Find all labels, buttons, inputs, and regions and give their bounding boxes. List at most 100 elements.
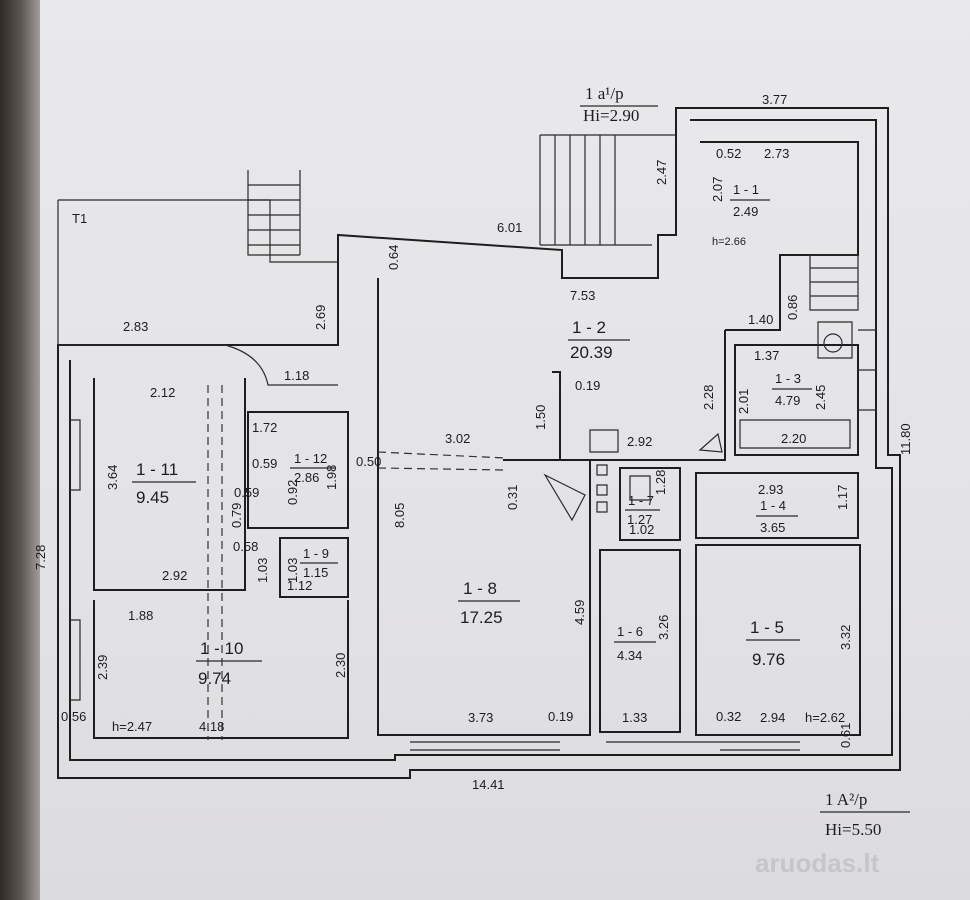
room-area: 2.49 xyxy=(733,204,758,219)
room-id: 1 - 1 xyxy=(733,182,759,197)
dimension-label: 2.20 xyxy=(781,431,806,446)
room-area: 3.65 xyxy=(760,520,785,535)
dimension-label: 2.30 xyxy=(333,653,348,678)
dimension-label: 0.64 xyxy=(386,245,401,270)
dimension-label: 0.92 xyxy=(285,480,300,505)
watermark: aruodas.lt xyxy=(755,848,880,878)
room-id: 1 - 11 xyxy=(136,460,178,479)
dimension-label: 2.01 xyxy=(736,389,751,414)
height-label: h=2.66 xyxy=(712,236,746,248)
level-header-top: 1 a¹/p Hi=2.90 xyxy=(580,84,658,125)
level-header-bottom: 1 A²/p Hi=5.50 xyxy=(820,790,910,839)
height-label: h=2.62 xyxy=(805,710,845,725)
dimension-label: 1.33 xyxy=(622,710,647,725)
dimension-label: 1.50 xyxy=(533,405,548,430)
dimension-label: 2.93 xyxy=(758,482,783,497)
dimension-label: 1.12 xyxy=(287,578,312,593)
dimension-label: 0.61 xyxy=(838,723,853,748)
dimension-label: 2.92 xyxy=(627,434,652,449)
dimension-label: 0.58 xyxy=(233,539,258,554)
dimension-label: 3.26 xyxy=(656,615,671,640)
dimension-labels: 3.77 0.52 2.73 2.47 2.07 6.01 0.64 7.53 0.86 2.69… xyxy=(33,92,913,792)
walls xyxy=(57,107,901,779)
dimension-label: 2.12 xyxy=(150,385,175,400)
dimension-label: 0.56 xyxy=(61,709,86,724)
room-area: 9.45 xyxy=(136,488,169,507)
dimension-label: 1.18 xyxy=(284,368,309,383)
dimension-label: 0.59 xyxy=(252,456,277,471)
dimension-label: 1.02 xyxy=(629,522,654,537)
terrace-label: T1 xyxy=(72,211,87,226)
dimension-label: 0.59 xyxy=(234,485,259,500)
dimension-label: 0.50 xyxy=(356,454,381,469)
dimension-label: 14.41 xyxy=(472,777,505,792)
room-id: 1 - 4 xyxy=(760,498,786,513)
room-area: 20.39 xyxy=(570,343,613,362)
room-id: 1 - 7 xyxy=(628,493,654,508)
room-labels: 1 - 1 2.49 1 - 2 20.39 1 - 3 4.79 1 - 4 … xyxy=(132,182,812,688)
dimension-label: 3.77 xyxy=(762,92,787,107)
dimension-label: 2.39 xyxy=(95,655,110,680)
dimension-label: 2.28 xyxy=(701,385,716,410)
dimension-label: 2.07 xyxy=(710,177,725,202)
dimension-label: 0.86 xyxy=(785,295,800,320)
dimension-label: 2.83 xyxy=(123,319,148,334)
dimension-label: 0.19 xyxy=(575,378,600,393)
dimension-label: 1.03 xyxy=(255,558,270,583)
dimension-label: 3.64 xyxy=(105,465,120,490)
dimension-label: 1.28 xyxy=(653,470,668,495)
dimension-label: 0.31 xyxy=(505,485,520,510)
height-labels: h=2.66 h=2.62 h=2.47 xyxy=(112,236,845,734)
room-area: 9.74 xyxy=(198,669,231,688)
dimension-label: 1.37 xyxy=(754,348,779,363)
room-area: 2.86 xyxy=(294,470,319,485)
dimension-label: 2.47 xyxy=(654,160,669,185)
dimension-label: 0.79 xyxy=(229,503,244,528)
dimension-label: 11.80 xyxy=(898,423,913,455)
dimension-label: 1.72 xyxy=(252,420,277,435)
dimension-label: 4.18 xyxy=(199,719,224,734)
room-id: 1 - 9 xyxy=(303,546,329,561)
level-height-bottom: Hi=5.50 xyxy=(825,820,881,839)
dimension-label: 2.94 xyxy=(760,710,785,725)
level-code-bottom: 1 A²/p xyxy=(825,790,867,809)
dimension-label: 3.32 xyxy=(838,625,853,650)
room-id: 1 - 5 xyxy=(750,618,784,637)
dimension-label: 1.98 xyxy=(324,465,339,490)
dimension-label: 1.40 xyxy=(748,312,773,327)
room-area: 4.34 xyxy=(617,648,642,663)
room-id: 1 - 3 xyxy=(775,371,801,386)
level-code-top: 1 a¹/p xyxy=(585,84,624,103)
dimension-label: 1.03 xyxy=(285,558,300,583)
room-area: 17.25 xyxy=(460,608,503,627)
room-area: 9.76 xyxy=(752,650,785,669)
room-area: 1.27 xyxy=(627,512,652,527)
dimension-label: 2.73 xyxy=(764,146,789,161)
dimension-label: 2.69 xyxy=(313,305,328,330)
room-id: 1 - 12 xyxy=(294,451,327,466)
dimension-label: 7.28 xyxy=(33,545,48,570)
room-id: 1 - 10 xyxy=(200,639,243,658)
dimension-label: 1.17 xyxy=(835,485,850,510)
dimension-label: 0.32 xyxy=(716,709,741,724)
dimension-label: 0.19 xyxy=(548,709,573,724)
dimension-label: 1.88 xyxy=(128,608,153,623)
dimension-label: 8.05 xyxy=(392,503,407,528)
room-area: 4.79 xyxy=(775,393,800,408)
dimension-label: 2.92 xyxy=(162,568,187,583)
level-height-top: Hi=2.90 xyxy=(583,106,639,125)
room-area: 1.15 xyxy=(303,565,328,580)
room-id: 1 - 2 xyxy=(572,318,606,337)
height-label: h=2.47 xyxy=(112,719,152,734)
dimension-label: 4.59 xyxy=(572,600,587,625)
dimension-label: 3.73 xyxy=(468,710,493,725)
room-id: 1 - 8 xyxy=(463,579,497,598)
dimension-label: 0.52 xyxy=(716,146,741,161)
dimension-label: 3.02 xyxy=(445,431,470,446)
dimension-label: 6.01 xyxy=(497,220,522,235)
room-id: 1 - 6 xyxy=(617,624,643,639)
dimension-label: 7.53 xyxy=(570,288,595,303)
dimension-label: 2.45 xyxy=(813,385,828,410)
